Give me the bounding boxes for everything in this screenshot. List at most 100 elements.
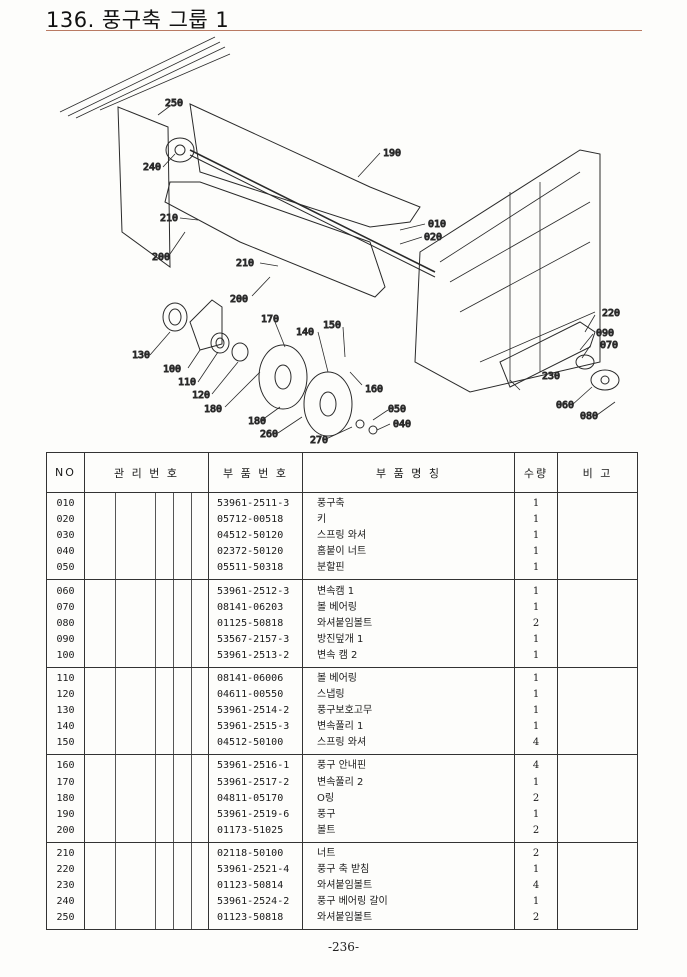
label-150: 150	[323, 320, 341, 331]
cell-part-name: 스프링 와셔	[302, 528, 515, 545]
label-090: 090	[596, 328, 614, 339]
cell-mgmt	[84, 512, 209, 529]
cell-part-name: 너트	[302, 842, 515, 862]
cell-no: 180	[46, 790, 85, 807]
cell-qty: 1	[514, 861, 558, 879]
bearing-110	[210, 332, 230, 354]
cell-qty: 2	[514, 790, 558, 807]
cell-qty: 1	[514, 560, 558, 581]
cell-no: 080	[46, 615, 85, 632]
cell-note	[557, 774, 638, 791]
cell-note	[557, 560, 638, 581]
pulley-140	[303, 371, 353, 437]
cam-1	[189, 299, 223, 351]
cell-part-name: 와셔붙임볼트	[302, 878, 515, 895]
header-part: 부 품 번 호	[208, 452, 303, 493]
cell-note	[557, 910, 638, 931]
cell-note	[557, 703, 638, 720]
cell-mgmt	[84, 806, 209, 823]
header-mgmt: 관 리 번 호	[84, 452, 209, 493]
label-180b: 180	[248, 416, 266, 427]
cell-part-name: O링	[302, 790, 515, 807]
label-110: 110	[178, 377, 196, 388]
cell-qty: 1	[514, 774, 558, 791]
cell-mgmt	[84, 774, 209, 791]
table-header-row: NO 관 리 번 호 부 품 번 호 부 품 명 칭 수량 비 고	[46, 452, 638, 493]
cell-part-number: 04512-50100	[208, 735, 303, 756]
cell-part-number: 53961-2517-2	[208, 774, 303, 791]
rubber-guard	[162, 302, 188, 332]
cell-no: 160	[46, 754, 85, 775]
label-260: 260	[260, 429, 278, 440]
cell-mgmt	[84, 667, 209, 688]
cell-qty: 2	[514, 910, 558, 931]
label-060: 060	[556, 400, 574, 411]
cell-part-name: 풍구축	[302, 492, 515, 513]
shaft-bracket	[499, 321, 596, 388]
label-200b: 200	[230, 294, 248, 305]
cell-note	[557, 894, 638, 911]
cell-qty: 1	[514, 631, 558, 648]
label-020: 020	[424, 232, 442, 243]
cell-part-number: 01173-51025	[208, 822, 303, 843]
cell-part-name: 변속 캠 2	[302, 647, 515, 668]
cell-part-name: 와셔붙임볼트	[302, 910, 515, 931]
cell-no: 210	[46, 842, 85, 862]
cell-mgmt	[84, 703, 209, 720]
label-270: 270	[310, 435, 328, 446]
label-230: 230	[542, 371, 560, 382]
cell-part-name: 변속풀리 2	[302, 774, 515, 791]
cell-mgmt	[84, 878, 209, 895]
label-220: 220	[602, 308, 620, 319]
cell-part-number: 04611-00550	[208, 687, 303, 704]
cell-qty: 1	[514, 719, 558, 736]
cell-qty: 1	[514, 806, 558, 823]
cell-part-name: 볼 베어링	[302, 667, 515, 688]
cell-part-name: 분할핀	[302, 560, 515, 581]
cell-part-number: 53961-2514-2	[208, 703, 303, 720]
cell-mgmt	[84, 687, 209, 704]
cell-no: 010	[46, 492, 85, 513]
cell-mgmt	[84, 528, 209, 545]
cell-mgmt	[84, 790, 209, 807]
cell-no: 110	[46, 667, 85, 688]
cell-mgmt	[84, 579, 209, 600]
cell-no: 030	[46, 528, 85, 545]
cell-qty: 1	[514, 894, 558, 911]
cell-part-number: 04512-50120	[208, 528, 303, 545]
cell-part-name: 풍구 안내핀	[302, 754, 515, 775]
cell-mgmt	[84, 615, 209, 632]
cell-mgmt	[84, 910, 209, 931]
label-200a: 200	[152, 252, 170, 263]
fan-shaft	[189, 149, 436, 273]
cell-note	[557, 842, 638, 862]
cell-note	[557, 492, 638, 513]
cell-part-number: 02372-50120	[208, 544, 303, 561]
label-210b: 210	[236, 258, 254, 269]
cell-qty: 1	[514, 647, 558, 668]
cell-note	[557, 615, 638, 632]
page-title: 136. 풍구축 그룹 1	[46, 8, 230, 32]
label-160: 160	[365, 384, 383, 395]
cell-note	[557, 528, 638, 545]
cell-qty: 4	[514, 754, 558, 775]
cell-mgmt	[84, 754, 209, 775]
cell-note	[557, 667, 638, 688]
cell-no: 240	[46, 894, 85, 911]
cell-note	[557, 544, 638, 561]
cell-qty: 1	[514, 512, 558, 529]
right-frame	[414, 149, 601, 393]
cell-part-number: 05712-00518	[208, 512, 303, 529]
header-no: NO	[46, 452, 85, 493]
cell-no: 050	[46, 560, 85, 581]
cell-no: 120	[46, 687, 85, 704]
cell-qty: 1	[514, 528, 558, 545]
